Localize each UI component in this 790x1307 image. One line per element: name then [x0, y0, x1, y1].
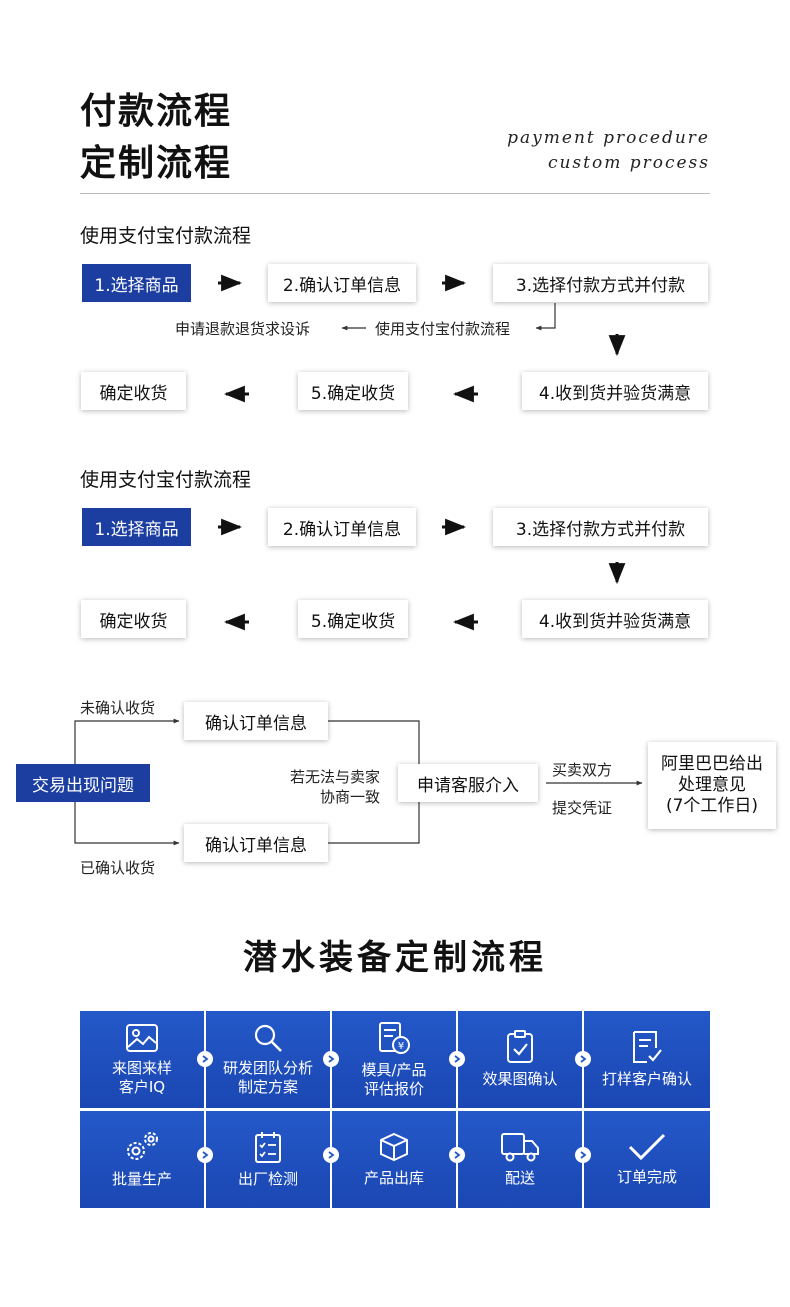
image-icon: [126, 1023, 158, 1052]
s2-step-select-goods: 1.选择商品: [82, 508, 191, 546]
chevron-right-icon: [197, 1147, 213, 1163]
chevron-right-icon: [575, 1147, 591, 1163]
dispute-evidence-bottom: 提交凭证: [552, 799, 613, 817]
s2-step-pay: 3.选择付款方式并付款: [493, 508, 708, 546]
s2-step-final-receipt: 确定收货: [81, 600, 186, 638]
custom-step-quote: ¥ 模具/产品评估报价: [332, 1011, 456, 1108]
title-en-payment: payment procedure: [507, 128, 710, 148]
custom-step-production: 批量生产: [80, 1111, 204, 1208]
custom-label: 研发团队分析: [222, 1058, 313, 1077]
custom-grid: 来图来样客户IQ 研发团队分析制定方案 ¥ 模具/产品评估报价 效果图确认: [80, 1011, 710, 1208]
custom-step-render: 效果图确认: [458, 1011, 582, 1108]
chevron-right-icon: [323, 1147, 339, 1163]
custom-label: 来图来样: [111, 1058, 172, 1077]
custom-title: 潜水装备定制流程: [243, 938, 547, 978]
title-en-custom: custom process: [547, 153, 710, 173]
dispute-negotiate-1: 若无法与卖家: [289, 768, 380, 786]
dispute-result-2: 处理意见: [678, 775, 746, 795]
document-check-icon: [633, 1031, 662, 1063]
custom-label: 制定方案: [237, 1077, 298, 1096]
checklist-icon: [255, 1132, 281, 1163]
s1-refund-text: 申请退款退货求设诉: [175, 320, 311, 338]
custom-step-sample: 打样客户确认: [584, 1011, 710, 1108]
s1-step-final-receipt: 确定收货: [81, 372, 186, 410]
dispute-service: 申请客服介入: [398, 764, 538, 802]
custom-label: 客户IQ: [118, 1077, 166, 1096]
custom-step-inspection: 出厂检测: [206, 1111, 330, 1208]
page-title-custom: 定制流程: [80, 143, 233, 184]
truck-icon: [501, 1133, 539, 1162]
custom-step-analysis: 研发团队分析制定方案: [206, 1011, 330, 1108]
section2-title: 使用支付宝付款流程: [80, 469, 252, 491]
custom-step-drawing: 来图来样客户IQ: [80, 1011, 204, 1108]
box-icon: [380, 1132, 408, 1162]
header-divider: [80, 193, 710, 194]
dispute-negotiate-2: 协商一致: [319, 788, 380, 806]
custom-label: 效果图确认: [482, 1070, 558, 1088]
clipboard-check-icon: [507, 1030, 533, 1063]
chevron-right-icon: [575, 1051, 591, 1067]
s2-step-confirm-order: 2.确认订单信息: [268, 508, 416, 546]
s1-refund-arrow-a: [535, 303, 556, 331]
custom-label: 订单完成: [616, 1168, 677, 1186]
s2-step-inspect: 4.收到货并验货满意: [522, 600, 708, 638]
custom-label: 出厂检测: [237, 1170, 298, 1188]
dispute-lower-confirm: 确认订单信息: [184, 824, 328, 862]
dispute-start: 交易出现问题: [16, 764, 150, 802]
dispute-lower-label: 已确认收货: [80, 859, 156, 877]
custom-label: 模具/产品: [361, 1060, 427, 1079]
custom-step-outbound: 产品出库: [332, 1111, 456, 1208]
chevron-right-icon: [197, 1051, 213, 1067]
chevron-right-icon: [323, 1051, 339, 1067]
s2-step-confirm-receipt: 5.确定收货: [298, 600, 408, 638]
dispute-result: 阿里巴巴给出 处理意见 (7个工作日): [648, 742, 776, 829]
page-title-payment: 付款流程: [80, 91, 233, 132]
section1-title: 使用支付宝付款流程: [80, 225, 252, 247]
s1-step-confirm-order: 2.确认订单信息: [268, 264, 416, 302]
custom-label: 批量生产: [111, 1170, 172, 1188]
s1-step-select-goods: 1.选择商品: [82, 264, 191, 302]
custom-label: 产品出库: [363, 1169, 424, 1187]
dispute-upper-label: 未确认收货: [80, 699, 156, 717]
gears-icon: [127, 1132, 158, 1160]
checkmark-icon: [628, 1133, 666, 1161]
dispute-evidence-top: 买卖双方: [552, 761, 613, 779]
custom-label: 打样客户确认: [601, 1070, 692, 1088]
s1-step-inspect: 4.收到货并验货满意: [522, 372, 708, 410]
dispute-branch-upper: [74, 718, 180, 764]
custom-label: 评估报价: [363, 1079, 424, 1098]
chevron-right-icon: [449, 1051, 465, 1067]
dispute-result-1: 阿里巴巴给出: [661, 754, 763, 774]
svg-text:¥: ¥: [398, 1041, 404, 1052]
dispute-merge-lower: [328, 802, 420, 844]
quote-icon: ¥: [379, 1021, 410, 1054]
s1-step-confirm-receipt: 5.确定收货: [298, 372, 408, 410]
s1-refund-source: 使用支付宝付款流程: [375, 320, 511, 338]
custom-step-delivery: 配送: [458, 1111, 582, 1208]
s1-step-pay: 3.选择付款方式并付款: [493, 264, 708, 302]
custom-step-complete: 订单完成: [584, 1111, 710, 1208]
dispute-result-3: (7个工作日): [665, 796, 759, 816]
search-icon: [254, 1024, 282, 1052]
dispute-branch-lower: [74, 802, 180, 846]
chevron-right-icon: [449, 1147, 465, 1163]
custom-label: 配送: [504, 1169, 535, 1187]
dispute-merge-upper: [328, 720, 420, 764]
flow-connectors: [74, 274, 643, 846]
dispute-upper-confirm: 确认订单信息: [184, 702, 328, 740]
